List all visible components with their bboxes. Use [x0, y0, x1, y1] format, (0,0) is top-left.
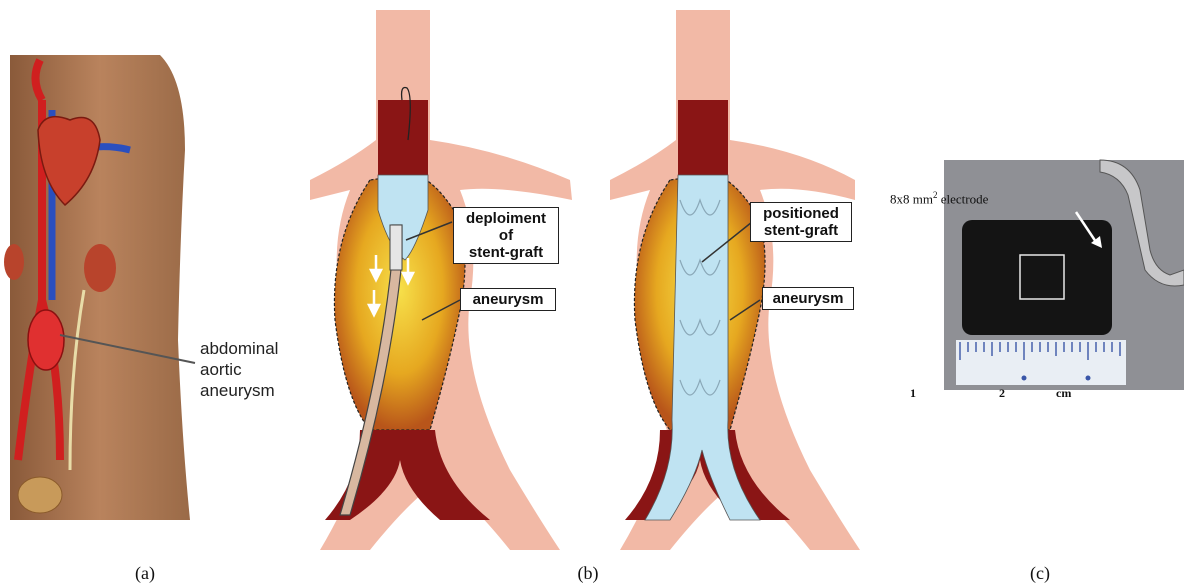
electrode — [962, 220, 1112, 335]
electrode-photo — [880, 150, 1184, 410]
caption-a: (a) — [125, 563, 165, 584]
panel-b-stent-procedure: deploiment of stent-graft aneurysm posit… — [310, 0, 860, 560]
panel-a-anatomy: abdominal aortic aneurysm — [0, 40, 310, 520]
aneurysm-bulge — [28, 310, 64, 370]
callout-aneurysm-left: aneurysm — [460, 288, 556, 311]
callout-deployment: deploiment of stent-graft — [453, 207, 559, 264]
kidney — [84, 244, 116, 292]
electrode-label: 8x8 mm2 electrode — [890, 190, 988, 207]
callout-positioned-stent: positioned stent-graft — [750, 202, 852, 242]
ruler-label-2: 2 — [999, 386, 1005, 401]
caption-b: (b) — [568, 563, 608, 584]
ruler-label-cm: cm — [1056, 386, 1071, 401]
stent-diagram — [310, 0, 860, 560]
left-vessel — [310, 10, 572, 550]
caption-c: (c) — [1020, 563, 1060, 584]
kidney — [4, 244, 24, 280]
panel-c-electrode-photo: 8x8 mm2 electrode 1 2 cm — [880, 150, 1184, 410]
anatomy-illustration — [0, 40, 310, 520]
bladder — [18, 477, 62, 513]
ruler-label-1: 1 — [910, 386, 916, 401]
aneurysm-label: abdominal aortic aneurysm — [200, 338, 278, 401]
right-vessel — [610, 10, 860, 550]
callout-aneurysm-right: aneurysm — [762, 287, 854, 310]
